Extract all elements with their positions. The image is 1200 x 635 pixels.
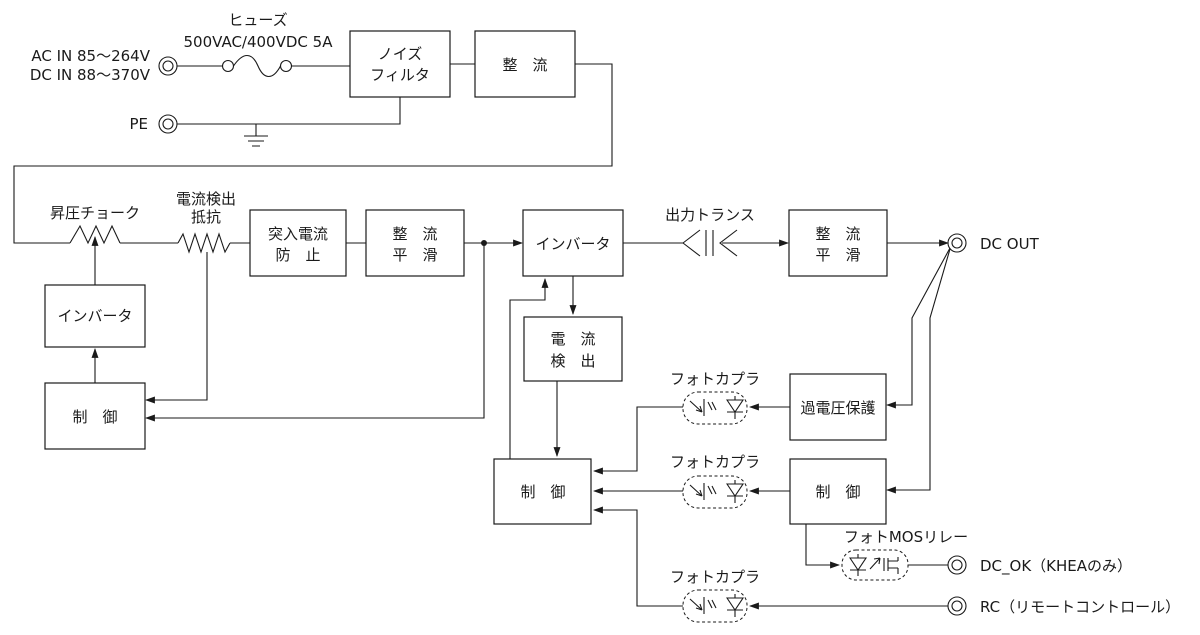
control-center-block: 制 御: [493, 458, 592, 525]
rect-smooth-1-line1: 整 流: [392, 225, 437, 243]
current-detect-line1: 電 流: [550, 330, 595, 348]
boost-choke-label: 昇圧チョーク: [50, 204, 140, 222]
rc-terminal: [947, 596, 967, 616]
photocoupler-2-label: フォトカプラ: [670, 453, 760, 471]
rectifier-block-top: 整 流: [474, 30, 576, 98]
dc-out-label: DC OUT: [980, 235, 1040, 253]
control-right-block: 制 御: [789, 458, 887, 525]
current-detect-line2: 検 出: [550, 352, 595, 370]
photocoupler-2-icon: [682, 475, 748, 509]
dcout-to-control-right-wire: [886, 248, 951, 494]
current-detect-block: 電 流 検 出: [523, 316, 623, 382]
inverter-main-block: インバータ: [522, 209, 624, 277]
ac-in-label: AC IN 85～264V: [31, 47, 150, 65]
transformer-symbol: [682, 229, 738, 257]
resistor-sense-to-control: [145, 252, 208, 404]
inverter-left-text: インバータ: [57, 307, 132, 325]
noise-filter-line2: フィルタ: [370, 66, 430, 84]
fuse-title: ヒューズ: [228, 11, 287, 29]
pc1-to-control-wire: [593, 406, 683, 475]
photo-mos-relay-label: フォトMOSリレー: [844, 528, 968, 546]
rect-smooth-2-line2: 平 滑: [815, 246, 860, 264]
pe-ground-wire: [177, 97, 401, 136]
control-center-text: 制 御: [520, 483, 565, 501]
bus-to-control-left: [145, 243, 485, 422]
inverter-left-block: インバータ: [44, 284, 146, 348]
dc-ok-terminal: [947, 555, 967, 575]
photocoupler-3-icon: [682, 589, 748, 623]
dc-in-label: DC IN 88～370V: [30, 66, 151, 84]
ac-input-terminal: [158, 56, 178, 76]
noise-filter-block: ノイズ フィルタ: [349, 30, 451, 98]
rect-smooth-2-line1: 整 流: [815, 225, 860, 243]
inrush-protection-block: 突入電流 防 止: [249, 209, 347, 277]
rect-smooth-block-2: 整 流 平 滑: [788, 209, 888, 277]
rectifier-to-choke-wire: [13, 63, 613, 244]
ovp-block: 過電圧保護: [789, 373, 887, 441]
current-resistor-label-1: 電流検出: [176, 190, 236, 208]
ovp-text: 過電圧保護: [800, 399, 875, 417]
pc3-to-control-wire: [593, 506, 683, 607]
photocoupler-1-label: フォトカプラ: [670, 370, 760, 388]
control-left-block: 制 御: [44, 382, 146, 450]
control-to-inverter-drive: [509, 278, 549, 459]
control-right-to-mos-wire: [805, 524, 840, 569]
noise-filter-line1: ノイズ: [378, 45, 423, 63]
output-transformer-label: 出力トランス: [665, 206, 755, 224]
dcout-to-ovp-wire: [886, 247, 951, 409]
photocoupler-1-icon: [682, 391, 748, 425]
fuse-rating: 500VAC/400VDC 5A: [184, 33, 334, 51]
rect-smooth-1-line2: 平 滑: [392, 246, 437, 264]
current-resistor-label-2: 抵抗: [191, 208, 221, 226]
dc-ok-label: DC_OK（KHEAのみ）: [980, 557, 1132, 576]
inverter-main-text: インバータ: [535, 235, 610, 253]
control-left-text: 制 御: [72, 408, 117, 426]
fuse-symbol: [221, 54, 293, 78]
rectifier-top-text: 整 流: [502, 56, 547, 74]
pe-label: PE: [129, 115, 148, 133]
photocoupler-3-label: フォトカプラ: [670, 568, 760, 586]
photo-mos-relay-icon: [841, 549, 909, 581]
boost-choke-symbol: [69, 224, 121, 245]
ground-icon: [244, 135, 268, 147]
inrush-line2: 防 止: [275, 246, 320, 264]
dc-out-terminal: [947, 233, 967, 253]
current-resistor-symbol: [177, 232, 231, 254]
rc-label: RC（リモートコントロール）: [980, 598, 1180, 616]
inrush-line1: 突入電流: [268, 225, 328, 243]
control-right-text: 制 御: [815, 483, 860, 501]
rect-smooth-block-1: 整 流 平 滑: [365, 209, 465, 277]
pe-terminal: [158, 114, 178, 134]
